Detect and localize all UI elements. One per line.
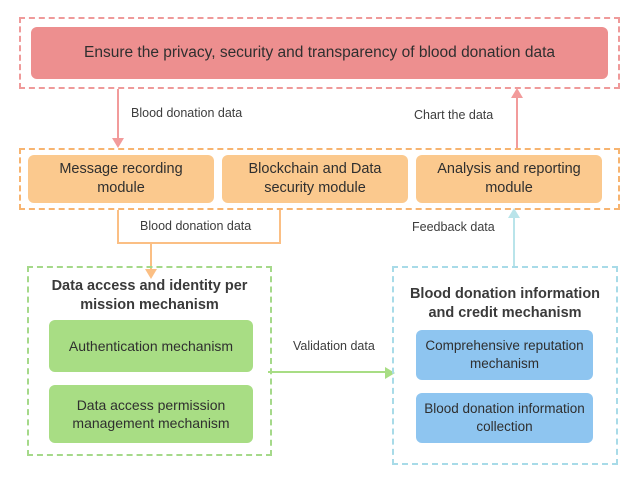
access-node-authentication[interactable]: Authentication mechanism (49, 320, 253, 372)
edge-module-to-goal-arrowhead (511, 88, 523, 98)
goal-node[interactable]: Ensure the privacy, security and transpa… (31, 27, 608, 79)
goal-layer-container (19, 17, 620, 89)
edge-label-module-to-goal: Chart the data (411, 108, 497, 123)
edge-goal-to-module-line (117, 89, 119, 139)
access-node-permission-management[interactable]: Data access permission management mechan… (49, 385, 253, 443)
access-group-title: Data access and identity per mission mec… (51, 278, 248, 314)
edge-label-access-to-credit: Validation data (290, 339, 378, 354)
access-group-container (27, 266, 272, 456)
edge-module-to-access-arrowhead (145, 269, 157, 279)
edge-label-goal-to-module: Blood donation data (128, 106, 246, 121)
edge-credit-to-module-line (513, 218, 515, 268)
edge-credit-to-module-arrowhead (508, 208, 520, 218)
edge-module-to-goal-line (516, 98, 518, 148)
edge-module-to-access-stub-left (117, 210, 119, 244)
edge-goal-to-module-arrowhead (112, 138, 124, 148)
credit-group-title: Blood donation information and credit me… (409, 286, 601, 322)
credit-node-information-collection[interactable]: Blood donation information collection (416, 393, 593, 443)
module-layer-container (19, 148, 620, 210)
edge-access-to-credit-line (268, 371, 387, 373)
edge-label-module-to-access: Blood donation data (137, 219, 255, 234)
edge-module-to-access-stub-right (279, 210, 281, 244)
credit-node-reputation[interactable]: Comprehensive reputation mechanism (416, 330, 593, 380)
edge-access-to-credit-arrowhead (385, 367, 395, 379)
edge-label-credit-to-module: Feedback data (409, 220, 498, 235)
credit-group-container (392, 266, 618, 465)
module-message-recording[interactable]: Message recording module (28, 155, 214, 203)
edge-module-to-access-drop (150, 242, 152, 271)
module-blockchain-data-security[interactable]: Blockchain and Data security module (222, 155, 408, 203)
module-analysis-reporting[interactable]: Analysis and reporting module (416, 155, 602, 203)
edge-module-to-access-crossbar (117, 242, 281, 244)
